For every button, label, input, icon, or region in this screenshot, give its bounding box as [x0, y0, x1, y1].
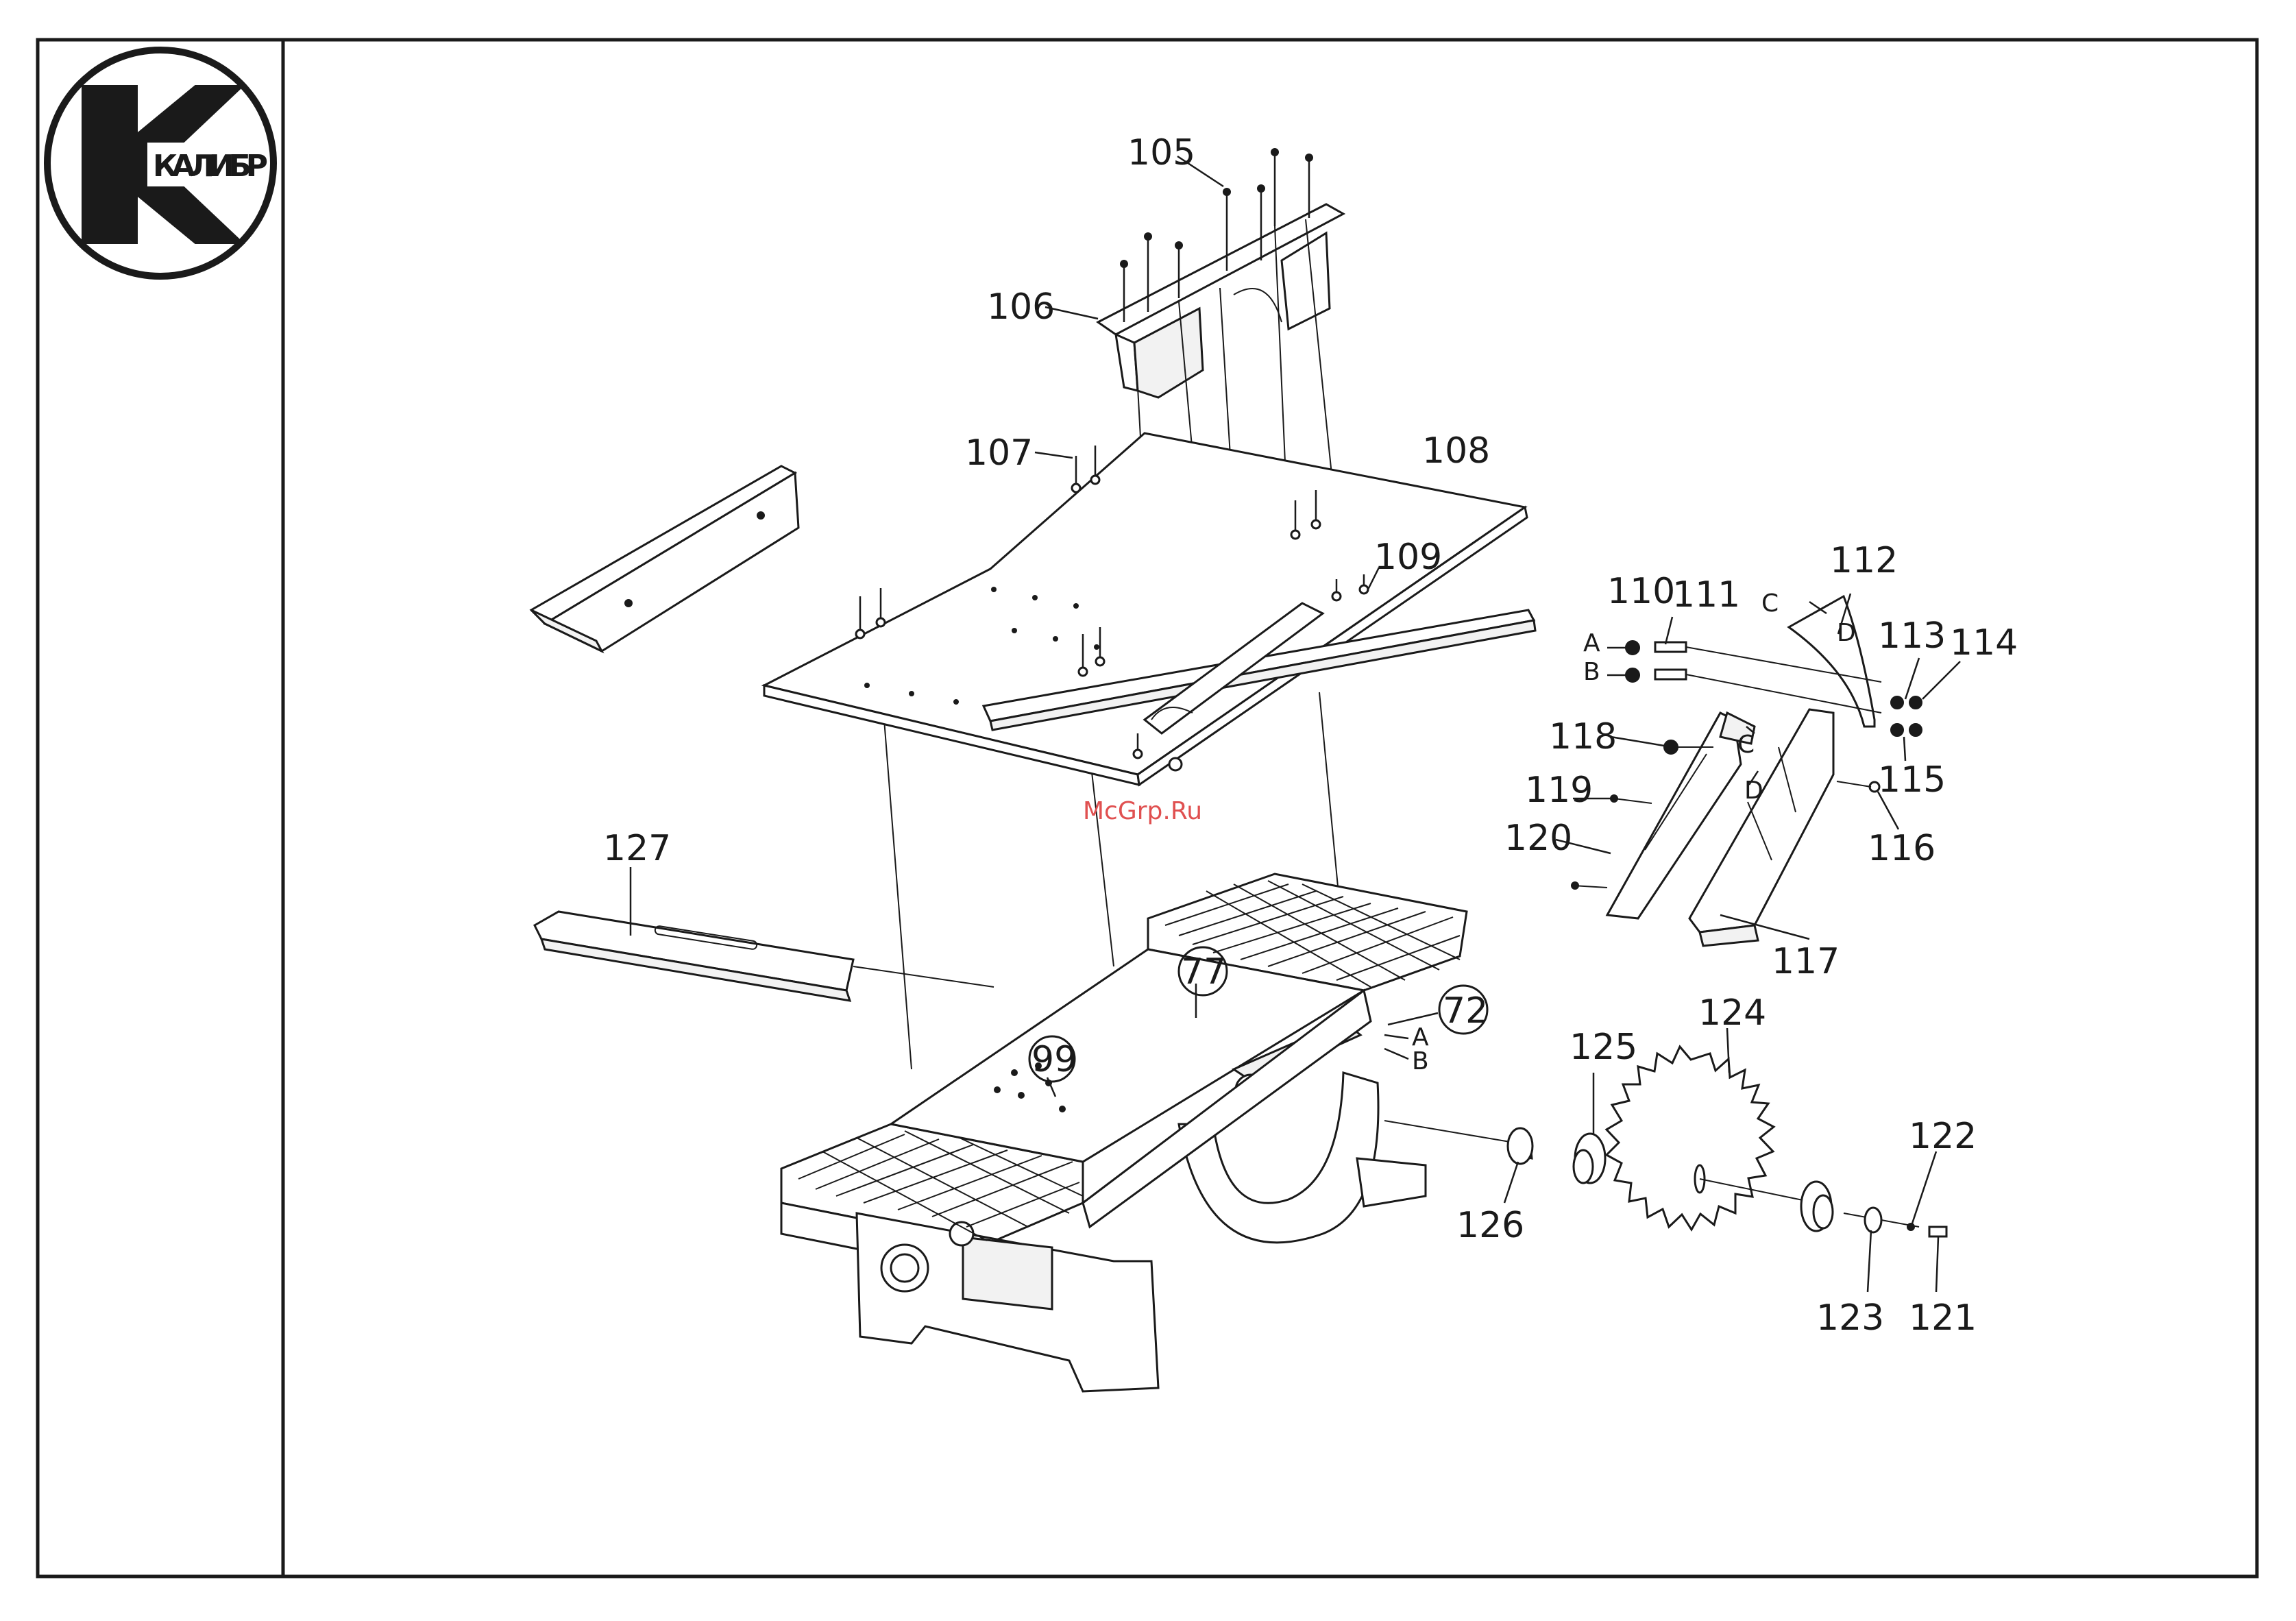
callout-120: 120 — [1504, 818, 1572, 859]
callout-119: 119 — [1525, 770, 1593, 811]
callout-118: 118 — [1549, 716, 1617, 757]
watermark: McGrp.Ru — [1083, 797, 1202, 825]
logo-text: КАЛИБР — [153, 149, 268, 184]
letter-d-lower: D — [1744, 777, 1763, 805]
callout-116: 116 — [1868, 828, 1935, 869]
callout-127: 127 — [603, 828, 671, 869]
callout-117: 117 — [1772, 941, 1840, 982]
callout-106: 106 — [987, 287, 1055, 328]
callout-122: 122 — [1909, 1116, 1977, 1157]
letter-d-upper: D — [1837, 619, 1856, 647]
letter-c-lower: C — [1737, 731, 1755, 759]
callout-110: 110 — [1607, 571, 1675, 612]
callout-72: 72 — [1443, 990, 1488, 1032]
callout-125: 125 — [1570, 1027, 1637, 1068]
callout-112: 112 — [1830, 540, 1898, 581]
callout-124: 124 — [1698, 992, 1766, 1034]
callout-113: 113 — [1878, 616, 1946, 657]
callout-114: 114 — [1950, 622, 2018, 663]
insert-plate — [535, 912, 994, 1001]
callout-77: 77 — [1181, 951, 1226, 992]
callout-99: 99 — [1031, 1039, 1077, 1080]
table-top — [764, 433, 1527, 785]
callout-126: 126 — [1456, 1205, 1524, 1246]
callout-108: 108 — [1422, 430, 1490, 472]
kalibr-logo-icon: КАЛИБР — [47, 50, 273, 276]
letter-c-upper: C — [1761, 589, 1779, 618]
callout-107: 107 — [965, 432, 1033, 474]
callout-109: 109 — [1374, 537, 1442, 578]
rip-fence — [531, 466, 798, 651]
callout-115: 115 — [1878, 759, 1946, 801]
callout-105: 105 — [1127, 132, 1195, 173]
riving-knife-assembly — [1607, 596, 1874, 946]
callout-123: 123 — [1816, 1297, 1884, 1339]
letter-b-lower: B — [1412, 1047, 1429, 1075]
callout-121: 121 — [1909, 1297, 1977, 1339]
saw-blade — [1607, 1047, 1774, 1230]
letter-b-upper: B — [1583, 658, 1600, 686]
saw-base — [781, 874, 1467, 1391]
callout-111: 111 — [1672, 574, 1740, 616]
letter-a-upper: A — [1583, 629, 1600, 657]
